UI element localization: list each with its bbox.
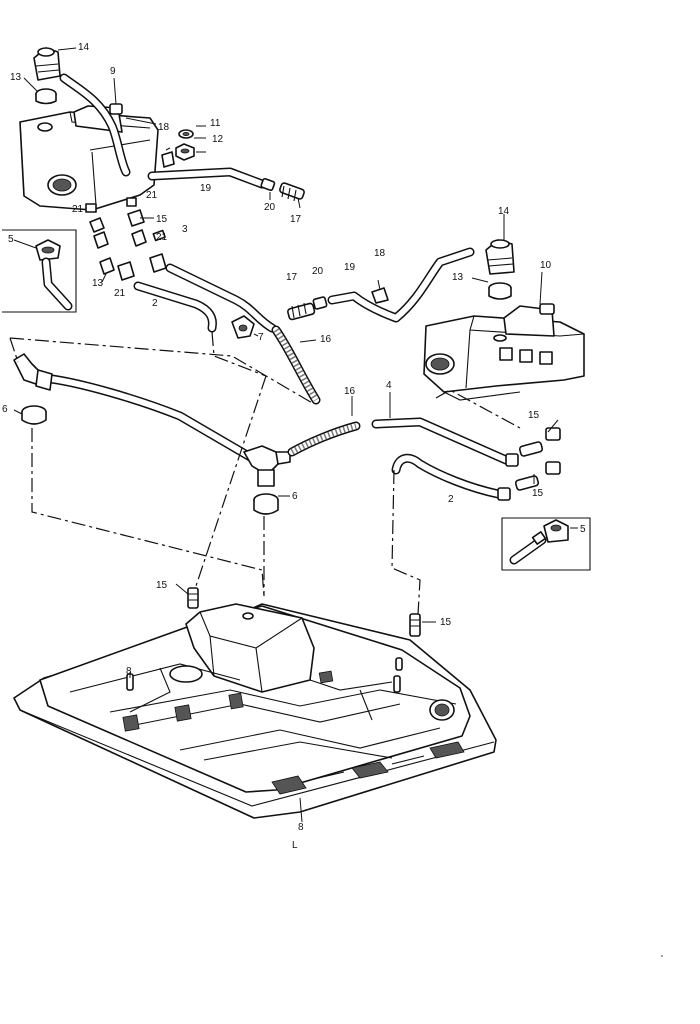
callout-20-mid: 20: [312, 266, 324, 277]
vent-line-19-right: [327, 247, 475, 323]
hose-2-upper: [133, 281, 217, 333]
filler-cap-right: [485, 239, 515, 275]
inset-box-left: [2, 229, 77, 313]
callout-16-lower: 16: [344, 386, 356, 397]
callout-12: 12: [212, 134, 224, 145]
callout-21-c: 21: [156, 232, 168, 243]
callout-5-right: 5: [580, 524, 586, 535]
callout-14-right: 14: [498, 206, 510, 217]
callout-5-left: 5: [8, 234, 14, 245]
fitting-15-right: [409, 613, 421, 637]
hose-16-lower: [287, 421, 361, 457]
callout-19-mid: 19: [344, 262, 356, 273]
callout-15-mid-right: 15: [440, 617, 452, 628]
callout-13-top: 13: [10, 72, 22, 83]
callout-18-top: 18: [158, 122, 170, 133]
hose-16-upper: [271, 325, 321, 405]
callout-19-top: 19: [200, 183, 212, 194]
nut-11: [175, 143, 195, 161]
expansion-tank-right: [423, 303, 585, 401]
main-vent-line: [21, 365, 257, 463]
callout-20-top: 20: [264, 202, 276, 213]
grommet-6-mid: [253, 493, 279, 515]
grommet-6-left: [21, 405, 47, 425]
fitting-15-left: [187, 587, 199, 609]
inset-box-right: [501, 517, 591, 571]
callout-15-right2: 15: [532, 488, 544, 499]
callout-2-right: 2: [448, 494, 454, 505]
vent-hose-over-tank: [59, 73, 131, 177]
callout-3: 3: [182, 224, 188, 235]
cap-gasket-right: [488, 282, 512, 300]
callout-6-left: 6: [2, 404, 8, 415]
callout-17-mid: 17: [286, 272, 298, 283]
washer-12: [178, 129, 194, 139]
callout-18-right: 18: [374, 248, 386, 259]
callout-15-top: 15: [156, 214, 168, 225]
callout-17-top: 17: [290, 214, 302, 225]
cap-gasket-upper-left: [35, 88, 57, 105]
callout-L: L: [292, 840, 298, 851]
leader-lines: [13, 47, 578, 823]
left-vent-fitting: [13, 353, 53, 391]
callout-8-left: 8: [126, 666, 132, 677]
callout-13-mid: 13: [92, 278, 104, 289]
callout-21-b: 21: [146, 190, 158, 201]
callout-14-top: 14: [78, 42, 90, 53]
callout-11: 11: [210, 118, 221, 129]
hose-3: [165, 263, 277, 333]
callout-13-right: 13: [452, 272, 464, 283]
clip-7: [231, 315, 255, 339]
callout-16-upper: 16: [320, 334, 332, 345]
hose-4: [371, 417, 511, 465]
t-piece: [243, 445, 291, 487]
hose-2-lower: [391, 453, 503, 499]
main-fuel-tank: [13, 603, 497, 819]
hose-clamps-under-tank: [89, 209, 167, 281]
callout-10: 10: [540, 260, 552, 271]
grommet-18-upper: [161, 151, 175, 168]
callout-21-d: 21: [114, 288, 126, 299]
callout-21-a: 21: [72, 204, 84, 215]
callout-4: 4: [386, 380, 392, 391]
valve-17-upper: [279, 182, 305, 202]
assembly-lines: [9, 331, 521, 615]
callout-6-mid: 6: [292, 491, 298, 502]
callout-7: 7: [258, 332, 264, 343]
grommet-18-right: [371, 287, 389, 304]
callout-9: 9: [110, 66, 116, 77]
callout-8-bottom: 8: [298, 822, 304, 833]
callout-15-mid-left: 15: [156, 580, 168, 591]
callout-2-left: 2: [152, 298, 158, 309]
clamp-20-upper: [260, 177, 276, 191]
filler-cap-upper-left: [33, 47, 61, 81]
callout-15-right: 15: [528, 410, 540, 421]
clamp-20-mid: [312, 296, 328, 310]
vent-line-19-upper: [147, 167, 267, 189]
callout-labels: 14 13 9 18 11 12 19 21 21 20 17 15 21 3 …: [2, 42, 586, 851]
valve-17-mid: [287, 302, 316, 321]
hose-clamps-right: [497, 427, 561, 501]
scan-dot: [661, 955, 663, 957]
